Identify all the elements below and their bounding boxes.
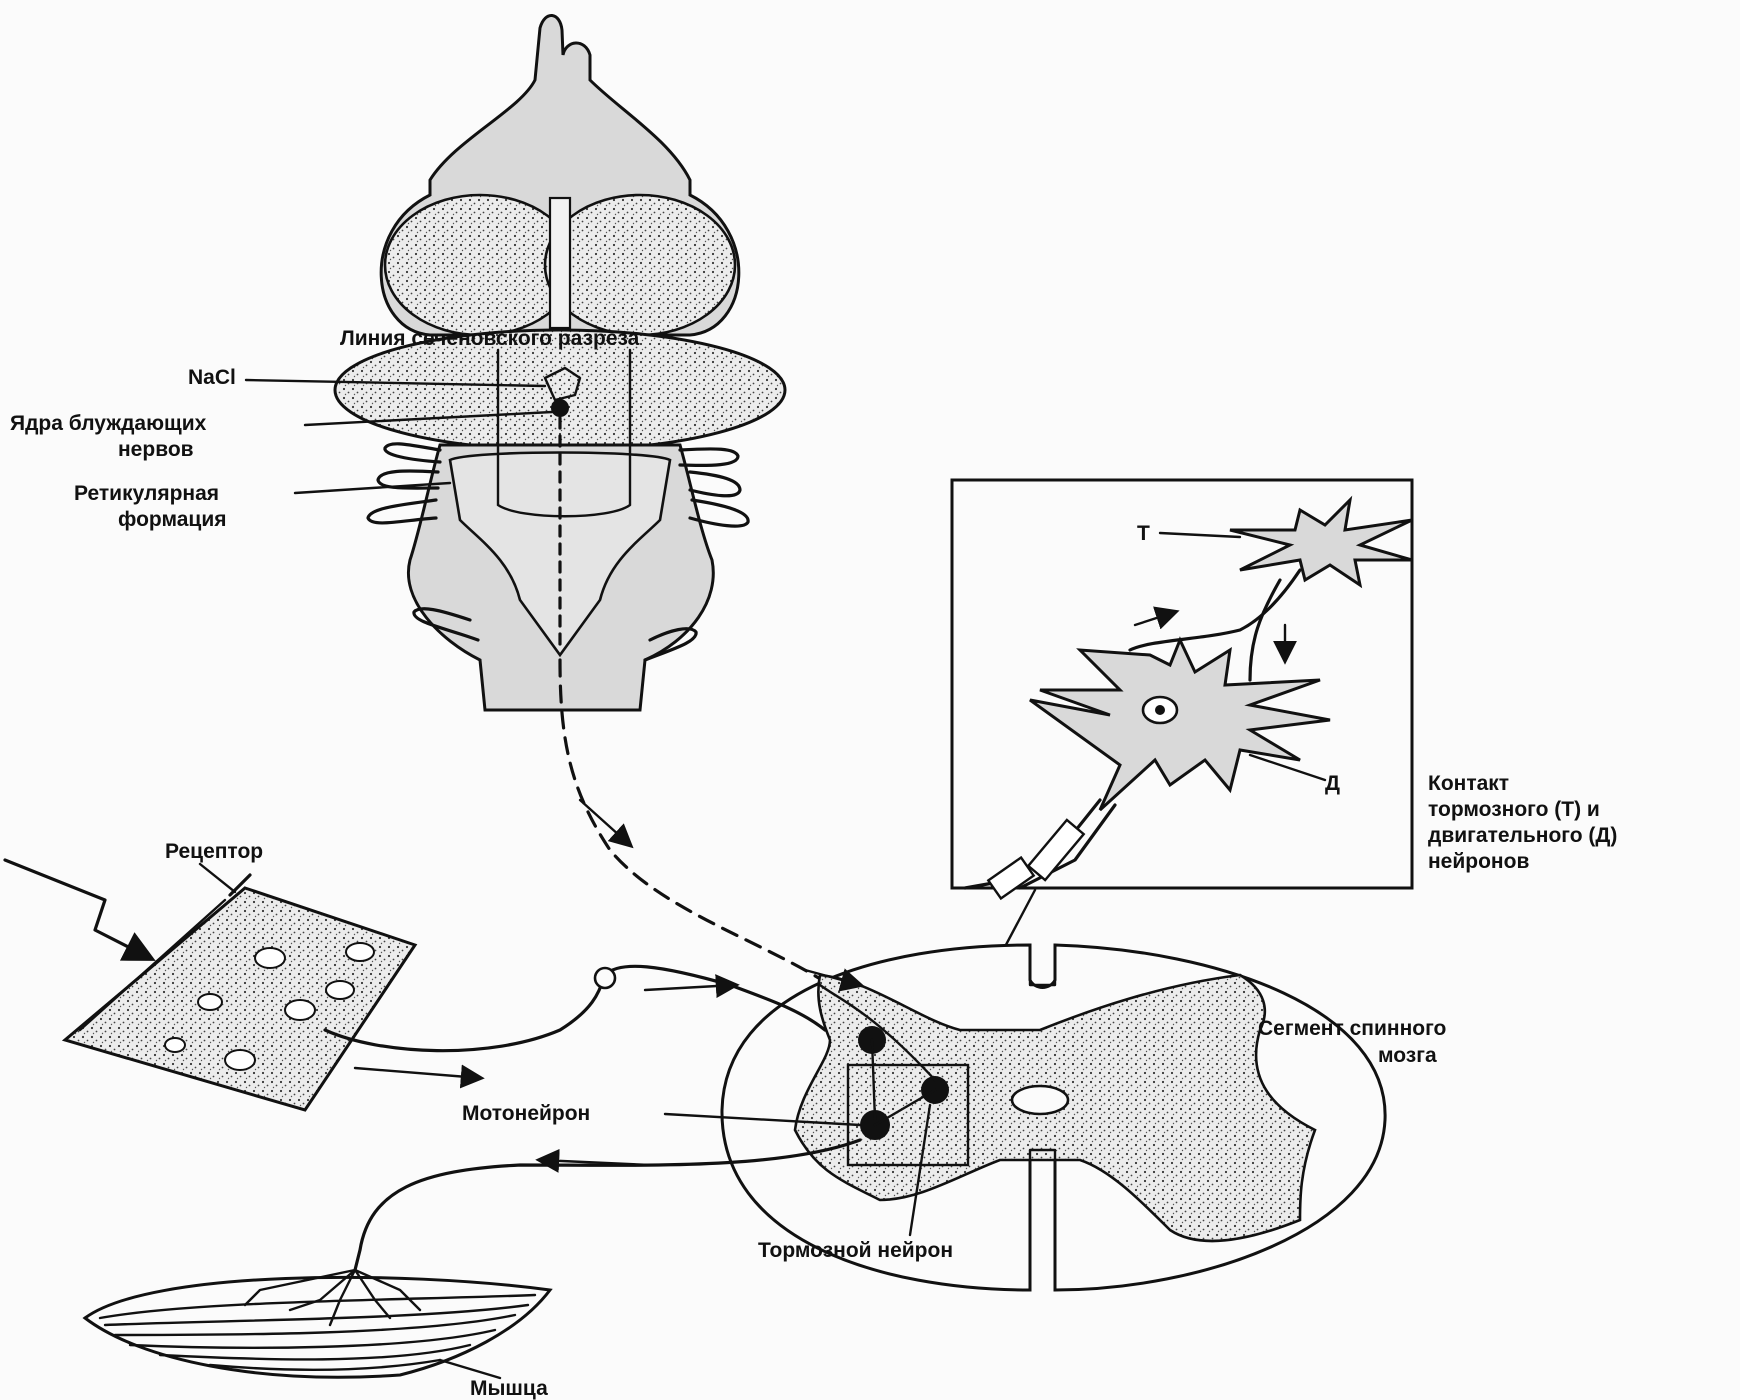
reticular-formation-label-1: Ретикулярная bbox=[74, 482, 219, 505]
inset-neuron-contact: Т Д bbox=[952, 480, 1412, 898]
t-label: Т bbox=[1137, 522, 1150, 545]
skin-with-receptor bbox=[5, 860, 415, 1110]
descending-pathway-arrow bbox=[580, 800, 630, 845]
spinal-segment-label-1: Сегмент спинного bbox=[1258, 1017, 1446, 1040]
sechenov-line-label: Линия сеченовского разреза bbox=[340, 327, 640, 350]
contact-label-3: двигательного (Д) bbox=[1428, 824, 1617, 847]
reticular-formation-label-2: формация bbox=[118, 508, 227, 531]
nacl-label: NaCl bbox=[188, 366, 236, 389]
muscle-label: Мышца bbox=[470, 1377, 548, 1400]
brain bbox=[335, 15, 785, 710]
vagus-nuclei-label-2: нервов bbox=[118, 438, 194, 461]
muscle-body bbox=[85, 1277, 550, 1377]
d-label: Д bbox=[1325, 772, 1340, 795]
contact-label-4: нейронов bbox=[1428, 850, 1529, 873]
muscle bbox=[85, 1270, 550, 1377]
skin-strip bbox=[65, 888, 415, 1110]
contact-label-1: Контакт bbox=[1428, 772, 1509, 795]
central-canal bbox=[1012, 1086, 1068, 1114]
spinal-segment-label-2: мозга bbox=[1378, 1044, 1437, 1067]
receptor-label: Рецептор bbox=[165, 840, 263, 863]
inhibitory-neuron-label: Тормозной нейрон bbox=[758, 1239, 953, 1262]
right-hemisphere bbox=[545, 195, 735, 335]
vagus-nucleus-dot bbox=[551, 399, 569, 417]
vagus-nuclei-label-1: Ядра блуждающих bbox=[10, 412, 207, 435]
contact-label-2: тормозного (Т) и bbox=[1428, 798, 1600, 821]
motoneuron-label: Мотонейрон bbox=[462, 1102, 590, 1125]
spinal-ganglion bbox=[595, 968, 615, 988]
stimulus-lightning bbox=[5, 860, 150, 958]
